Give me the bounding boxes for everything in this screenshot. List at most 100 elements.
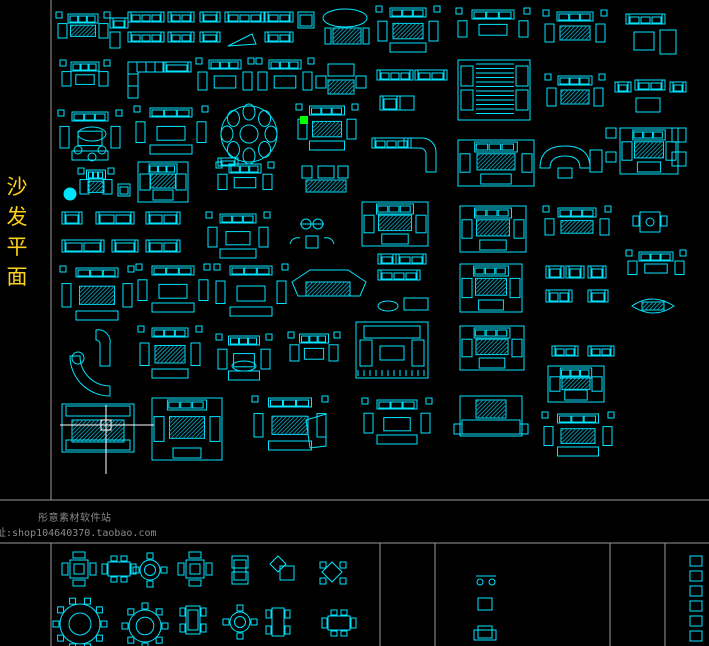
sofa-set-block[interactable]	[55, 11, 111, 39]
sofa-block[interactable]	[399, 95, 415, 111]
sofa-block[interactable]	[633, 31, 655, 51]
sofa-set-block[interactable]	[542, 205, 612, 236]
round-table-block[interactable]	[632, 211, 668, 233]
sofa-block[interactable]	[167, 11, 195, 23]
armchair-block[interactable]	[117, 183, 131, 197]
sofa-block[interactable]	[605, 151, 617, 163]
table-block[interactable]	[231, 360, 257, 372]
sofa-block[interactable]	[545, 265, 565, 279]
living-set-block[interactable]	[355, 321, 429, 379]
dining-table-block[interactable]	[269, 555, 295, 581]
lamp-block[interactable]	[63, 187, 77, 201]
sofa-set-block[interactable]	[625, 249, 687, 275]
sofa-block[interactable]	[127, 31, 165, 43]
sofa-block[interactable]	[614, 81, 632, 93]
chair-stack-block[interactable]	[689, 555, 703, 642]
table-block[interactable]	[73, 126, 107, 162]
coffee-table-block[interactable]	[289, 218, 335, 249]
bar-stool-block[interactable]	[473, 575, 497, 641]
sofa-block[interactable]	[199, 31, 221, 43]
sofa-block[interactable]	[551, 345, 579, 357]
dining-table-block[interactable]	[265, 607, 291, 637]
living-set-block[interactable]	[137, 161, 189, 203]
round-dining-table-block[interactable]	[222, 604, 258, 640]
sofa-set-block[interactable]	[77, 167, 115, 195]
sofa-plan-blocks[interactable]	[55, 5, 687, 461]
dining-table-block[interactable]	[321, 609, 357, 637]
sofa-set-block[interactable]	[631, 298, 675, 314]
sofa-block[interactable]	[162, 61, 192, 73]
sofa-block[interactable]	[625, 13, 666, 25]
sofa-block[interactable]	[565, 265, 585, 279]
curved-sofa-block[interactable]	[69, 329, 111, 397]
sofa-set-block[interactable]	[59, 265, 135, 321]
living-set-block[interactable]	[457, 59, 531, 121]
sofa-set-block[interactable]	[301, 165, 349, 193]
dining-plan-blocks[interactable]	[52, 551, 703, 646]
sofa-set-block[interactable]	[542, 9, 608, 43]
dining-table-block[interactable]	[61, 551, 97, 587]
living-set-block[interactable]	[459, 325, 525, 371]
table-block[interactable]	[377, 297, 429, 312]
living-set-block[interactable]	[619, 127, 679, 175]
sofa-block[interactable]	[145, 239, 181, 253]
sofa-block[interactable]	[605, 127, 617, 139]
sofa-block[interactable]	[671, 127, 687, 143]
sofa-block[interactable]	[669, 81, 687, 93]
curved-sofa-block[interactable]	[539, 145, 603, 179]
dining-table-block[interactable]	[319, 561, 347, 585]
curved-sofa-block[interactable]	[403, 137, 437, 173]
sofa-block[interactable]	[217, 157, 239, 167]
corner-marker[interactable]	[300, 116, 308, 124]
sofa-set-block[interactable]	[195, 57, 255, 91]
sofa-set-block[interactable]	[135, 263, 211, 313]
sofa-block[interactable]	[95, 211, 135, 225]
sofa-block[interactable]	[109, 31, 121, 49]
sofa-set-block[interactable]	[215, 333, 273, 381]
sofa-block[interactable]	[587, 289, 609, 303]
sofa-set-block[interactable]	[361, 397, 433, 445]
sofa-block[interactable]	[395, 253, 427, 265]
living-set-block[interactable]	[151, 397, 223, 461]
sofa-block[interactable]	[671, 151, 687, 167]
sofa-set-block[interactable]	[455, 7, 531, 38]
round-sofa-block[interactable]	[220, 103, 278, 165]
living-set-block[interactable]	[459, 205, 527, 253]
sofa-block[interactable]	[587, 265, 607, 279]
sofa-block[interactable]	[377, 269, 421, 281]
sofa-set-block[interactable]	[375, 5, 441, 53]
living-set-block[interactable]	[547, 365, 605, 403]
sofa-set-block[interactable]	[322, 8, 370, 45]
round-dining-table-block[interactable]	[121, 602, 169, 646]
dining-table-block[interactable]	[231, 555, 249, 585]
sofa-set-block[interactable]	[255, 57, 315, 91]
dining-table-block[interactable]	[177, 551, 213, 587]
sofa-block[interactable]	[376, 69, 414, 81]
sofa-set-block[interactable]	[251, 395, 329, 451]
dining-table-block[interactable]	[179, 605, 207, 635]
sofa-set-block[interactable]	[305, 413, 327, 449]
dining-table-block[interactable]	[101, 555, 137, 583]
sofa-set-block[interactable]	[137, 325, 203, 379]
round-dining-table-block[interactable]	[132, 552, 168, 588]
sofa-block[interactable]	[127, 11, 165, 23]
sofa-block[interactable]	[145, 211, 181, 225]
sofa-set-block[interactable]	[287, 331, 341, 362]
sofa-set-block[interactable]	[544, 73, 606, 107]
sofa-block[interactable]	[587, 345, 615, 357]
sofa-set-block[interactable]	[295, 103, 359, 151]
sofa-block[interactable]	[224, 11, 265, 23]
sofa-block[interactable]	[61, 211, 83, 225]
sofa-block[interactable]	[414, 69, 448, 81]
round-dining-table-block[interactable]	[52, 597, 108, 646]
sofa-block[interactable]	[545, 289, 573, 303]
sofa-block[interactable]	[659, 29, 677, 55]
armchair-block[interactable]	[297, 11, 315, 29]
sofa-set-block[interactable]	[59, 59, 111, 87]
sofa-set-block[interactable]	[541, 411, 615, 457]
sofa-block[interactable]	[264, 31, 294, 43]
sofa-block[interactable]	[264, 11, 294, 23]
sofa-set-block[interactable]	[213, 263, 289, 317]
sofa-set-block[interactable]	[205, 211, 271, 259]
